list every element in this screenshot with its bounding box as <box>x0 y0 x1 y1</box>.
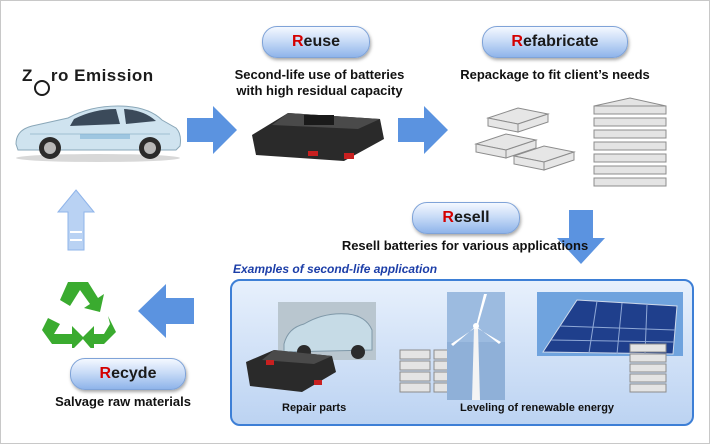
reuse-caption: Second-life use of batteries with high r… <box>234 67 405 98</box>
arrow-right-2 <box>398 106 448 154</box>
repair-parts-label: Repair parts <box>282 402 347 414</box>
battery-modules-image <box>474 107 576 171</box>
wind-turbine-image <box>447 292 505 400</box>
battery-pack-image <box>252 113 384 161</box>
arrow-right-1 <box>187 106 237 154</box>
solar-panel-image <box>537 292 683 356</box>
refabricate-caption: Repackage to fit client’s needs <box>460 67 650 82</box>
recycle-caption: Salvage raw materials <box>55 394 191 409</box>
battery-stack-image <box>593 97 667 187</box>
zero-emission-logo: Zero Emission <box>22 66 154 96</box>
arrow-up <box>56 189 96 251</box>
battery-bank-image-2 <box>629 343 667 393</box>
arrow-left <box>138 284 194 338</box>
recycle-icon <box>42 282 116 348</box>
arrow-down <box>557 210 605 264</box>
repair-parts-image <box>246 302 376 392</box>
leveling-label: Leveling of renewable energy <box>460 402 615 414</box>
ev-car-image <box>15 105 181 162</box>
examples-title: Examples of second-life application <box>233 262 438 276</box>
resell-caption: Resell batteries for various application… <box>341 238 589 253</box>
logo-ring-icon: e <box>33 80 50 96</box>
